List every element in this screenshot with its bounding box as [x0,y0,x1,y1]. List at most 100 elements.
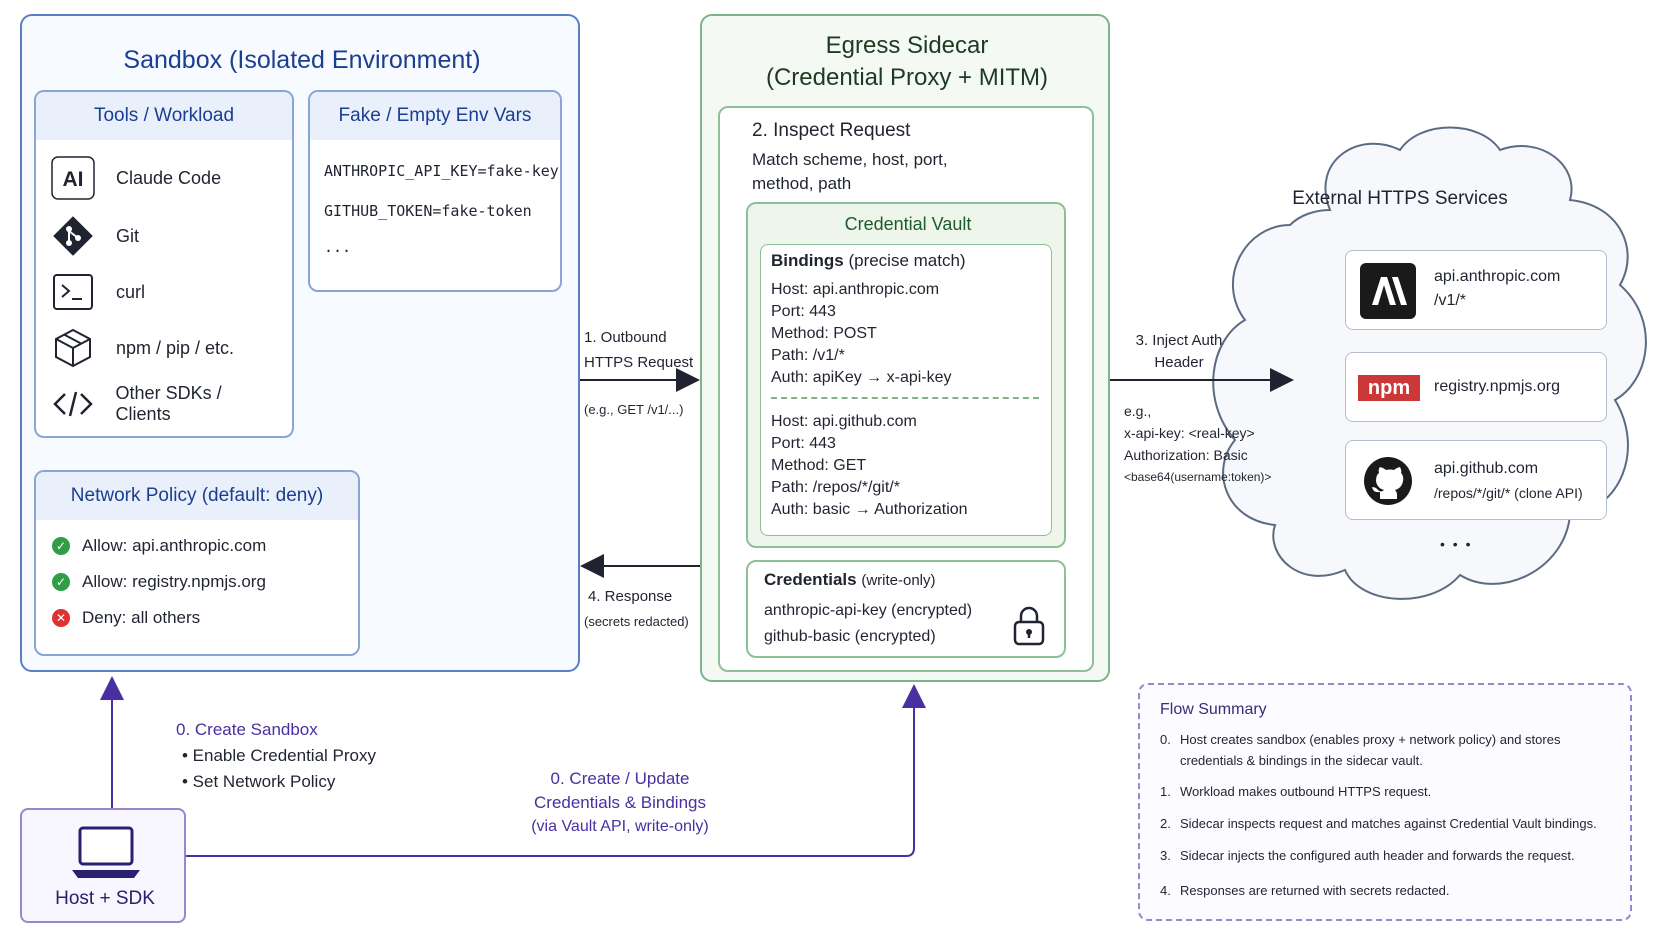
npm-logo-icon: npm [1358,375,1420,401]
credentials-title: Credentials [764,570,857,589]
inject-example: e.g., x-api-key: <real-key> Authorizatio… [1124,400,1271,488]
policy-rule: ✕ Deny: all others [52,608,200,628]
service-path: /v1/* [1434,292,1467,309]
tool-label: Other SDKs / Clients [115,383,222,424]
policy-rule: ✓ Allow: api.anthropic.com [52,536,266,556]
svg-text:AI: AI [63,168,84,191]
policy-target: all others [131,608,201,627]
inject-example-line: Authorization: Basic [1124,447,1248,463]
outbound-example: (e.g., GET /v1/...) [584,402,684,417]
sidecar-title-line2: (Credential Proxy + MITM) [765,64,1049,91]
lock-icon [1012,604,1046,651]
summary-item: 2. Sidecar inspects request and matches a… [1160,813,1620,834]
bindings-panel: Bindings (precise match) Host: api.anthr… [760,244,1052,536]
env-var-line: ANTHROPIC_API_KEY=fake-key [324,162,559,180]
tool-item-claude-code: AI Claude Code [50,154,280,202]
tool-item-package-managers: npm / pip / etc. [50,324,280,372]
code-brackets-icon [50,381,96,427]
binding-field: Method: GET [771,457,867,474]
inspect-request-title: 2. Inspect Request [752,120,911,141]
sidecar-title-line1: Egress Sidecar [825,32,989,59]
inspect-request-description: Match scheme, host, port, method, path [752,150,948,193]
inject-label-line2: Header [1154,354,1204,371]
policy-target: api.anthropic.com [132,536,267,555]
create-credentials-line3: (via Vault API, write-only) [531,818,709,835]
binding-field: Path: /repos/*/git/* [771,479,900,496]
create-credentials-arrow [186,684,926,857]
host-sdk-box: Host + SDK [20,808,186,923]
outbound-label-line1: 1. Outbound [584,329,667,346]
service-github: api.github.com /repos/*/git/* (clone API… [1345,440,1607,520]
summary-item-number: 2. [1160,816,1171,831]
create-sandbox-item: • Set Network Policy [182,772,336,791]
credential-item: anthropic-api-key (encrypted) [764,602,973,619]
flow-summary: Flow Summary 0. Host creates sandbox (ena… [1138,683,1632,921]
bindings-subtitle: (precise match) [848,251,966,270]
service-host: api.github.com [1434,460,1539,477]
binding-field: Host: api.github.com [771,413,917,430]
tool-label: npm / pip / etc. [116,337,235,358]
tool-label: curl [116,281,146,302]
flow-summary-title: Flow Summary [1160,701,1267,718]
credentials-subtitle: (write-only) [861,572,936,589]
sandbox-title: Sandbox (Isolated Environment) [123,46,481,74]
sandbox-container: Sandbox (Isolated Environment) Tools / W… [20,14,580,672]
bindings-title: Bindings [771,251,844,270]
anthropic-logo-icon [1360,263,1416,324]
service-npm: npm registry.npmjs.org [1345,352,1607,422]
policy-kind: Allow: [82,572,128,591]
policy-kind: Allow: [82,536,128,555]
create-credentials-line1: 0. Create / Update [550,769,690,788]
summary-item-text: Sidecar inspects request and matches aga… [1180,816,1597,831]
binding-field: Auth: apiKey → x-api-key [771,369,952,386]
create-credentials-line2: Credentials & Bindings [534,793,706,812]
tools-panel: Tools / Workload AI Claude Code Git curl… [34,90,294,438]
egress-sidecar-container: Egress Sidecar (Credential Proxy + MITM)… [700,14,1110,682]
service-host: registry.npmjs.org [1434,378,1560,395]
outbound-label: 1. Outbound HTTPS Request [584,325,693,375]
summary-item: 4. Responses are returned with secrets re… [1160,880,1620,901]
summary-item-text: Sidecar injects the configured auth head… [1180,848,1575,863]
tools-panel-title: Tools / Workload [36,92,292,140]
summary-item-number: 3. [1160,848,1171,863]
response-label: 4. Response [588,588,673,605]
credentials-header: Credentials (write-only) [764,570,936,590]
credentials-panel: Credentials (write-only) anthropic-api-k… [746,560,1066,658]
tool-label: Git [116,225,140,246]
env-var-line: GITHUB_TOKEN=fake-token [324,202,532,220]
external-services-title: External HTTPS Services [1292,188,1508,209]
credential-vault-title: Credential Vault [844,214,972,234]
create-credentials-label: 0. Create / Update Credentials & Binding… [500,767,740,839]
summary-item-number: 4. [1160,883,1171,898]
credential-item: github-basic (encrypted) [764,628,936,645]
more-services-ellipsis: • • • [1440,536,1473,552]
git-icon [50,213,96,259]
summary-item-text: Workload makes outbound HTTPS request. [1180,784,1432,799]
summary-item-number: 0. [1160,732,1171,747]
check-icon: ✓ [52,573,70,591]
deny-x-icon: ✕ [52,609,70,627]
summary-item-text: Responses are returned with secrets reda… [1180,883,1450,898]
network-policy-title: Network Policy (default: deny) [36,472,358,520]
inject-example-line: x-api-key: <real-key> [1124,425,1255,441]
binding-field: Path: /v1/* [771,347,845,364]
inject-example-line: e.g., [1124,403,1152,419]
summary-item: 0. Host creates sandbox (enables proxy + … [1160,729,1620,771]
policy-rule: ✓ Allow: registry.npmjs.org [52,572,266,592]
summary-item: 1. Workload makes outbound HTTPS request. [1160,781,1620,802]
terminal-icon [50,269,96,315]
binding-field: Port: 443 [771,303,836,320]
summary-item: 3. Sidecar injects the configured auth he… [1160,845,1620,866]
env-vars-panel: Fake / Empty Env Vars ANTHROPIC_API_KEY=… [308,90,562,292]
policy-target: registry.npmjs.org [132,572,266,591]
tool-item-curl: curl [50,268,280,316]
summary-item-text: Host creates sandbox (enables proxy + ne… [1180,732,1561,768]
credential-vault: Credential Vault Bindings (precise match… [746,202,1066,548]
inject-example-line: <base64(username:token)> [1124,470,1272,484]
laptop-icon [70,822,142,887]
create-sandbox-label: 0. Create Sandbox [176,720,318,739]
summary-item-number: 1. [1160,784,1171,799]
service-anthropic: api.anthropic.com /v1/* [1345,250,1607,330]
host-label: Host + SDK [55,888,155,909]
inject-label: 3. Inject Auth Header [1124,330,1234,374]
